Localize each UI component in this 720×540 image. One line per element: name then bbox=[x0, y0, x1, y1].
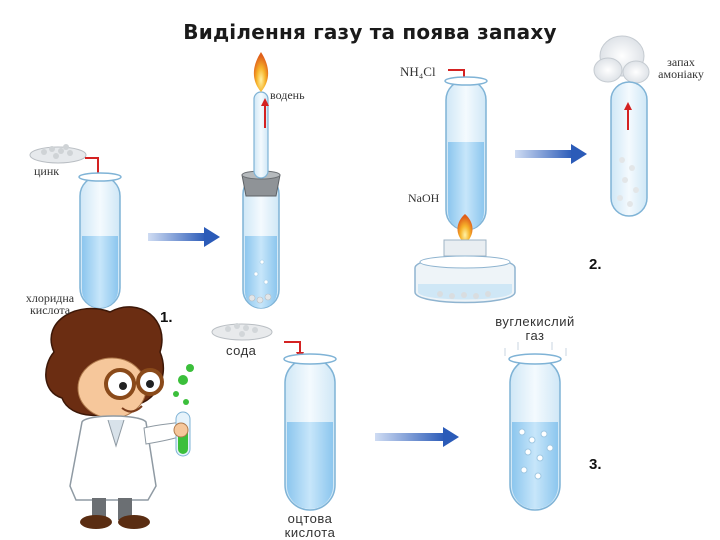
label-carbon-dioxide-2: газ bbox=[525, 328, 545, 343]
red-pour-arrow-icon bbox=[85, 157, 99, 176]
label-sodium-hydroxide: NaOH bbox=[408, 191, 440, 205]
label-acetic-acid-1: оцтова bbox=[287, 511, 333, 526]
scientist-cartoon-icon bbox=[45, 306, 194, 529]
reaction-arrow-2-icon bbox=[515, 144, 587, 164]
label-carbon-dioxide-1: вуглекислий bbox=[495, 314, 575, 329]
step-number-1: 1. bbox=[160, 309, 173, 326]
step-number-3: 3. bbox=[589, 456, 602, 473]
test-tube-co2 bbox=[508, 353, 562, 511]
label-hydrogen: водень bbox=[270, 88, 305, 102]
red-up-arrow-head-icon bbox=[261, 98, 269, 106]
reaction-arrow-1-icon bbox=[148, 227, 220, 247]
label-ammonia-smell-1: запах bbox=[667, 55, 695, 69]
ammonia-cloud-icon bbox=[593, 35, 650, 84]
burner-flame-icon bbox=[457, 214, 473, 244]
test-tube-2 bbox=[444, 76, 488, 231]
page-title: Виділення газу та поява запаху bbox=[183, 20, 557, 44]
test-tube-1 bbox=[78, 172, 122, 309]
red-up-arrow-2-head-icon bbox=[624, 102, 632, 110]
label-zinc: цинк bbox=[34, 164, 60, 178]
soda-pile-icon bbox=[211, 323, 273, 341]
label-acetic-acid-2: кислота bbox=[284, 525, 336, 540]
alcohol-burner-icon bbox=[414, 214, 516, 304]
step-number-2: 2. bbox=[589, 256, 602, 273]
red-pour-arrow-3-icon bbox=[284, 341, 301, 354]
test-tube-ammonia bbox=[610, 81, 648, 217]
label-soda: сода bbox=[226, 343, 257, 358]
label-hydrochloric-acid-1: хлоридна bbox=[25, 291, 75, 305]
hydrogen-apparatus bbox=[241, 52, 281, 309]
label-ammonia-smell-2: амоніаку bbox=[658, 67, 704, 81]
label-hydrochloric-acid-2: кислота bbox=[29, 303, 71, 317]
co2-sparkles-icon bbox=[504, 342, 567, 356]
hydrogen-flame-icon bbox=[253, 52, 269, 92]
zinc-pile-icon bbox=[29, 144, 87, 164]
test-tube-3 bbox=[283, 353, 337, 511]
label-ammonium-chloride: NH₄Cl bbox=[400, 64, 436, 79]
reaction-arrow-3-icon bbox=[375, 427, 459, 447]
